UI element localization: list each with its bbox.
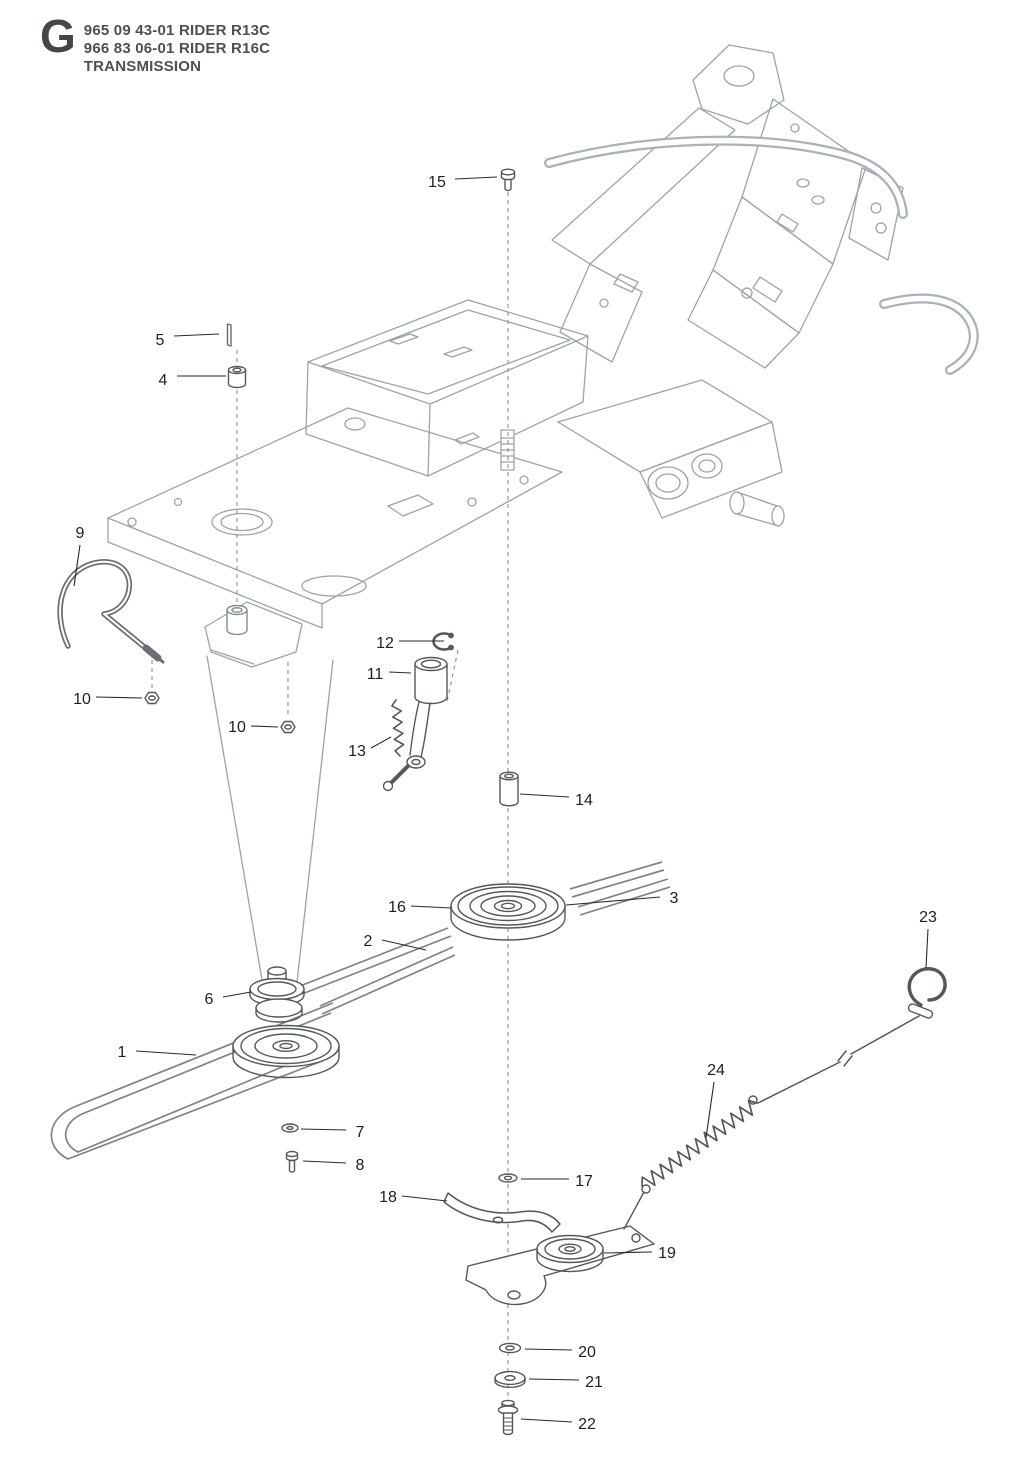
callout-24: 24 (707, 1062, 725, 1079)
leader-line-24 (705, 1081, 715, 1139)
callout-16: 16 (388, 899, 406, 916)
part-nut-10b (280, 720, 296, 734)
part-pulley-6 (232, 966, 340, 1079)
title-block: G 965 09 43-01 RIDER R13C 966 83 06-01 R… (40, 12, 270, 76)
part-screw-15 (500, 168, 516, 192)
leader-line-6 (222, 991, 252, 998)
callout-22: 22 (578, 1416, 596, 1433)
spindle-bearing-art (226, 604, 248, 636)
callout-10: 10 (73, 691, 91, 708)
section-letter: G (40, 10, 76, 62)
title-lines: 965 09 43-01 RIDER R13C 966 83 06-01 RID… (84, 12, 270, 76)
callout-6: 6 (205, 991, 214, 1008)
part-cable-hook-23 (757, 967, 947, 1104)
part-washer-21 (494, 1370, 526, 1389)
leader-line-19 (603, 1251, 653, 1254)
leader-line-16 (410, 905, 452, 909)
callout-2: 2 (364, 933, 373, 950)
part-screw-8 (285, 1150, 299, 1173)
part-spacer-14 (499, 771, 519, 807)
callout-1: 1 (118, 1044, 127, 1061)
part-nut-10a (144, 691, 160, 705)
leader-line-20 (524, 1348, 573, 1351)
leader-line-10 (250, 725, 279, 728)
callout-20: 20 (578, 1344, 596, 1361)
callout-10: 10 (228, 719, 246, 736)
callout-13: 13 (348, 743, 366, 760)
leader-line-8 (302, 1160, 347, 1164)
leader-line-15 (454, 176, 498, 180)
callout-17: 17 (575, 1173, 593, 1190)
callout-15: 15 (428, 174, 446, 191)
part-idler-arm-19 (465, 1225, 655, 1306)
assembly-axis-lines (151, 192, 509, 1400)
part-screw-22 (497, 1399, 519, 1436)
leader-line-5 (173, 333, 220, 337)
callout-3: 3 (670, 890, 679, 907)
leader-line-11 (388, 671, 412, 674)
part-spring-13 (391, 699, 405, 757)
callout-5: 5 (156, 332, 165, 349)
leader-line-22 (520, 1418, 573, 1423)
leader-line-14 (519, 793, 570, 798)
leader-lines (73, 176, 929, 1423)
part-pulley-3-16 (450, 883, 566, 941)
leader-line-1 (135, 1050, 197, 1056)
callout-8: 8 (356, 1157, 365, 1174)
belt-1-art (50, 1002, 334, 1160)
callout-21: 21 (585, 1374, 603, 1391)
part-washer-20 (498, 1342, 522, 1354)
parts-art (57, 168, 947, 1436)
leader-line-23 (925, 928, 929, 969)
callout-19: 19 (658, 1245, 676, 1262)
model-line-1: 965 09 43-01 RIDER R13C (83, 22, 271, 39)
callout-12: 12 (376, 635, 394, 652)
callout-23: 23 (919, 909, 937, 926)
callout-labels: 15 5 4 9 10 10 12 11 13 14 3 16 2 23 6 1 24 7 8 17 18 19 20 21 2… (73, 174, 937, 1433)
part-bushing-4 (227, 365, 247, 389)
part-spring-24 (623, 1095, 758, 1230)
leader-line-9 (73, 544, 81, 587)
callout-9: 9 (76, 525, 85, 542)
handle-tube-art (544, 135, 979, 375)
part-tensioner-11 (382, 656, 448, 792)
callout-4: 4 (159, 372, 168, 389)
leader-line-10 (95, 696, 143, 699)
part-washer-7 (281, 1123, 299, 1133)
leader-line-21 (528, 1378, 580, 1381)
callout-11: 11 (367, 666, 384, 683)
callout-7: 7 (356, 1124, 365, 1141)
part-rod-9 (57, 559, 165, 664)
part-washer-17 (498, 1173, 518, 1183)
leader-line-13 (370, 736, 392, 749)
part-pin-5 (226, 323, 232, 347)
model-line-2: 966 83 06-01 RIDER R16C (83, 40, 271, 57)
part-bracket-18 (443, 1192, 561, 1233)
diagram-subtitle: TRANSMISSION (83, 58, 202, 75)
callout-14: 14 (575, 792, 593, 809)
leader-line-2 (381, 939, 427, 951)
leader-line-18 (401, 1195, 448, 1202)
leader-line-7 (300, 1128, 347, 1131)
callout-18: 18 (379, 1189, 397, 1206)
leader-line-3 (565, 896, 661, 906)
